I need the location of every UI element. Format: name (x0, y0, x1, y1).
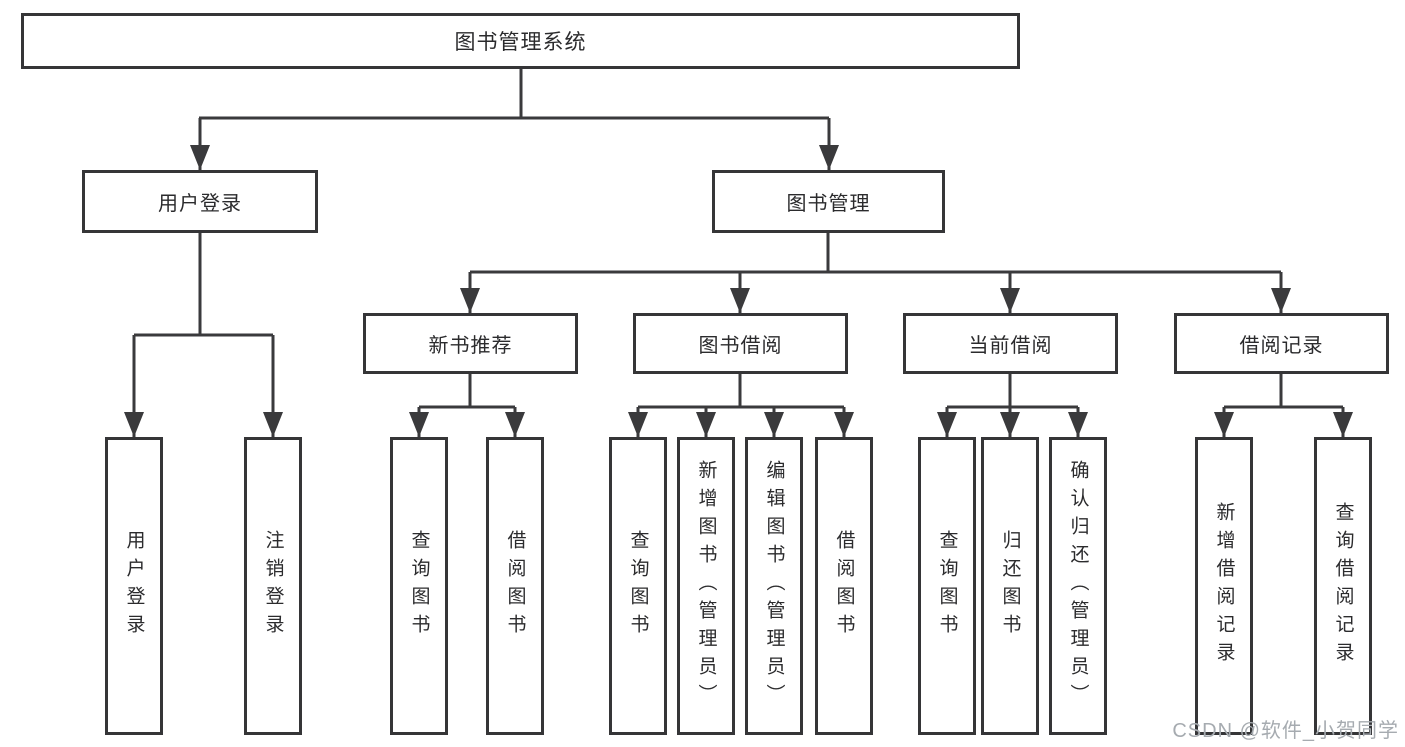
leaf-edit-book-admin: 编辑图书（管理员） (745, 437, 803, 735)
node-current-borrowing: 当前借阅 (903, 313, 1118, 374)
leaf-add-borrow-record: 新增借阅记录 (1195, 437, 1253, 735)
watermark: CSDN @软件_小贺同学 (1172, 720, 1399, 742)
leaf-label: 借阅图书 (833, 530, 855, 642)
node-label: 图书管理系统 (454, 31, 587, 54)
leaf-borrow-books-recommend: 借阅图书 (486, 437, 544, 735)
leaf-label: 查询图书 (627, 530, 649, 642)
node-label: 图书管理 (786, 193, 871, 215)
node-new-book-recommendation: 新书推荐 (363, 313, 578, 374)
node-library-management-system: 图书管理系统 (21, 13, 1020, 69)
leaf-query-books-recommend: 查询图书 (390, 437, 448, 735)
leaf-borrow-books-borrowing: 借阅图书 (815, 437, 873, 735)
leaf-user-login: 用户登录 (105, 437, 163, 735)
leaf-label: 归还图书 (999, 530, 1021, 642)
leaf-label: 编辑图书（管理员） (763, 460, 785, 712)
leaf-label: 注销登录 (262, 530, 284, 642)
node-label: 新书推荐 (428, 335, 513, 357)
leaf-confirm-return-admin: 确认归还（管理员） (1049, 437, 1107, 735)
node-label: 借阅记录 (1239, 335, 1324, 357)
leaf-logout: 注销登录 (244, 437, 302, 735)
leaf-query-books-borrowing: 查询图书 (609, 437, 667, 735)
leaf-label: 查询借阅记录 (1332, 502, 1354, 670)
leaf-label: 确认归还（管理员） (1067, 460, 1089, 712)
node-label: 用户登录 (158, 193, 242, 215)
node-book-borrowing: 图书借阅 (633, 313, 848, 374)
leaf-label: 查询图书 (408, 530, 430, 642)
node-borrowing-records: 借阅记录 (1174, 313, 1389, 374)
node-label: 图书借阅 (698, 335, 783, 357)
node-label: 当前借阅 (968, 335, 1053, 357)
node-book-management: 图书管理 (712, 170, 945, 233)
leaf-label: 用户登录 (123, 530, 145, 642)
node-user-login: 用户登录 (82, 170, 318, 233)
leaf-query-borrow-record: 查询借阅记录 (1314, 437, 1372, 735)
leaf-label: 新增图书（管理员） (695, 460, 717, 712)
leaf-label: 新增借阅记录 (1213, 502, 1235, 670)
leaf-label: 查询图书 (936, 530, 958, 642)
leaf-label: 借阅图书 (504, 530, 526, 642)
leaf-add-book-admin: 新增图书（管理员） (677, 437, 735, 735)
leaf-return-book: 归还图书 (981, 437, 1039, 735)
leaf-query-books-current: 查询图书 (918, 437, 976, 735)
